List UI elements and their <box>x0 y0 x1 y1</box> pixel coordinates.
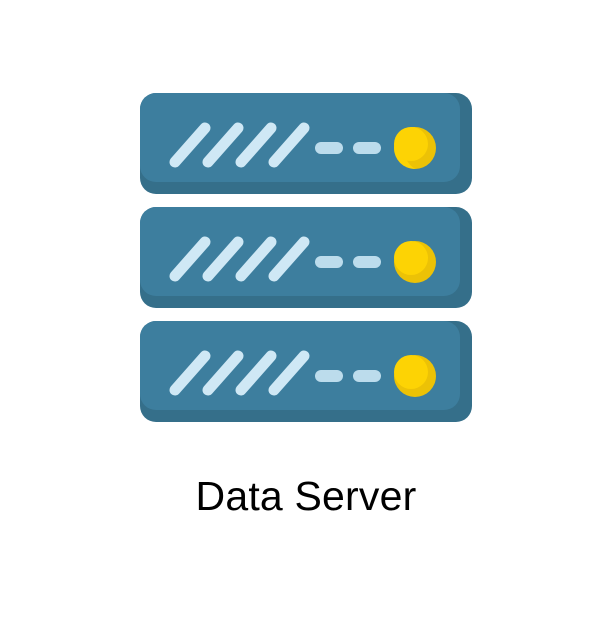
led-core-icon <box>394 241 428 275</box>
vent-stripe <box>169 122 211 168</box>
server-unit-bottom-vent-stripes <box>169 350 310 396</box>
vent-stripe <box>235 122 277 168</box>
status-dash <box>353 256 381 268</box>
vent-stripe <box>235 236 277 282</box>
vent-stripe <box>235 350 277 396</box>
vent-stripe <box>202 122 244 168</box>
led-core-icon <box>394 127 428 161</box>
server-unit-middle-dashes <box>315 256 381 268</box>
server-unit-middle-led <box>394 241 436 283</box>
server-unit-bottom-led <box>394 355 436 397</box>
vent-stripe <box>169 350 211 396</box>
illustration-caption: Data Server <box>195 473 417 519</box>
vent-stripe <box>202 236 244 282</box>
server-unit-middle-vent-stripes <box>169 236 310 282</box>
server-unit-bottom <box>140 321 472 422</box>
vent-stripe <box>268 236 310 282</box>
vent-stripe <box>268 122 310 168</box>
status-dash <box>315 370 343 382</box>
server-unit-top <box>140 93 472 194</box>
led-core-icon <box>394 355 428 389</box>
status-dash <box>315 142 343 154</box>
server-unit-top-vent-stripes <box>169 122 310 168</box>
vent-stripe <box>268 350 310 396</box>
status-dash <box>315 256 343 268</box>
vent-stripe <box>169 236 211 282</box>
server-unit-bottom-dashes <box>315 370 381 382</box>
status-dash <box>353 370 381 382</box>
status-dash <box>353 142 381 154</box>
server-unit-middle <box>140 207 472 308</box>
vent-stripe <box>202 350 244 396</box>
server-unit-top-dashes <box>315 142 381 154</box>
server-unit-top-led <box>394 127 436 169</box>
